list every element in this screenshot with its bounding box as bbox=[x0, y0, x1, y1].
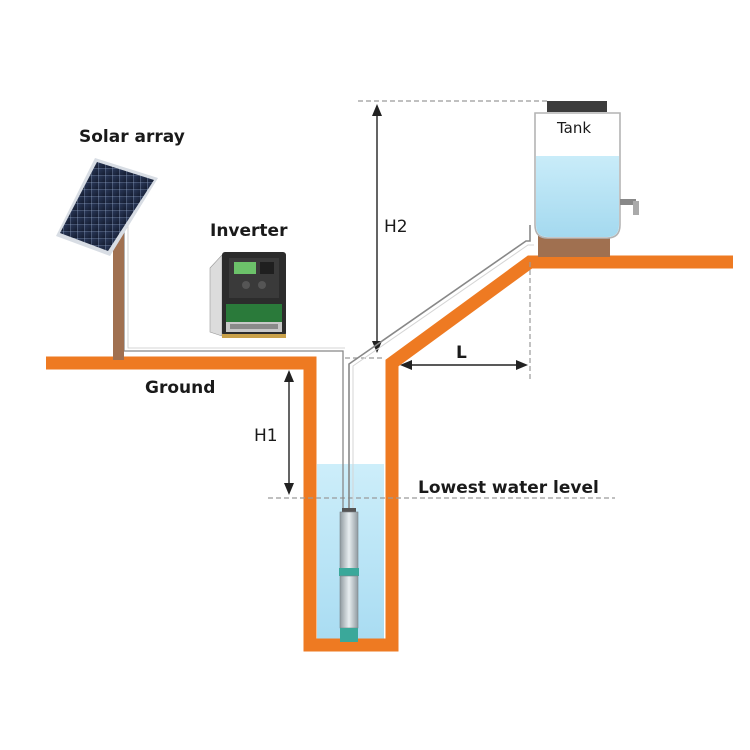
water-tank bbox=[534, 101, 639, 257]
inverter-device bbox=[209, 252, 286, 338]
h2-dimension-arrow bbox=[372, 104, 382, 353]
solar-array-post bbox=[113, 210, 124, 360]
inverter-label: Inverter bbox=[210, 221, 288, 241]
power-cable-inner bbox=[127, 200, 345, 349]
ground-label: Ground bbox=[145, 378, 216, 398]
l-label: L bbox=[456, 343, 467, 363]
solar-array-label: Solar array bbox=[79, 127, 185, 147]
tank-label: Tank bbox=[557, 119, 592, 137]
submersible-pump bbox=[339, 508, 359, 642]
h1-dimension-arrow bbox=[284, 370, 294, 495]
solar-panel bbox=[56, 158, 158, 256]
lowest-water-level-label: Lowest water level bbox=[418, 478, 599, 498]
h2-label: H2 bbox=[384, 217, 408, 237]
delivery-pipe-inner bbox=[352, 244, 534, 520]
delivery-pipe bbox=[348, 225, 531, 520]
l-dimension-arrow bbox=[400, 360, 528, 370]
ground-line bbox=[46, 255, 733, 652]
h1-label: H1 bbox=[254, 426, 278, 446]
